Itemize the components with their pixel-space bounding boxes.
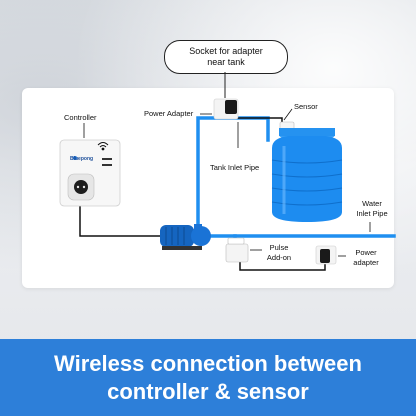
label-tank-inlet-pipe: Tank Inlet Pipe xyxy=(210,163,260,172)
socket-callout: Socket for adapter near tank xyxy=(164,40,288,74)
caption-banner: Wireless connection between controller &… xyxy=(0,339,416,416)
label-pulse-line1: Pulse xyxy=(269,243,289,252)
wifi-icon xyxy=(97,142,109,151)
controller-brand: Bluepong xyxy=(70,156,94,162)
pulse-adapter-wire xyxy=(239,262,326,271)
power-adapter-right-icon xyxy=(315,245,337,265)
label-pointers xyxy=(83,108,371,257)
label-water-inlet-line2: Inlet Pipe xyxy=(356,209,388,218)
power-adapter-top-icon xyxy=(213,98,239,120)
label-water-inlet-line1: Water xyxy=(362,199,382,208)
controller-icon xyxy=(59,139,121,207)
label-power-adapter-right-line1: Power xyxy=(355,248,377,257)
label-power-adapter-top: Power Adapter xyxy=(144,109,194,118)
tank-inlet-pipe xyxy=(196,116,270,232)
water-tank-icon xyxy=(271,128,343,222)
label-controller: Controller xyxy=(64,113,97,122)
banner-line-2: controller & sensor xyxy=(107,378,309,404)
label-pulse-addon: Pulse Add-on xyxy=(264,243,294,263)
callout-line-1: Socket for adapter xyxy=(189,46,263,56)
label-power-adapter-right: Power adapter xyxy=(348,248,384,268)
pulse-addon-icon xyxy=(225,237,249,263)
label-pulse-line2: Add-on xyxy=(266,253,292,262)
callout-line-2: near tank xyxy=(207,57,245,67)
label-sensor: Sensor xyxy=(294,102,318,111)
label-power-adapter-right-line2: adapter xyxy=(353,258,379,267)
pump-icon xyxy=(160,224,211,250)
label-water-inlet-pipe: Water Inlet Pipe xyxy=(350,199,394,219)
banner-line-1: Wireless connection between xyxy=(54,350,362,376)
